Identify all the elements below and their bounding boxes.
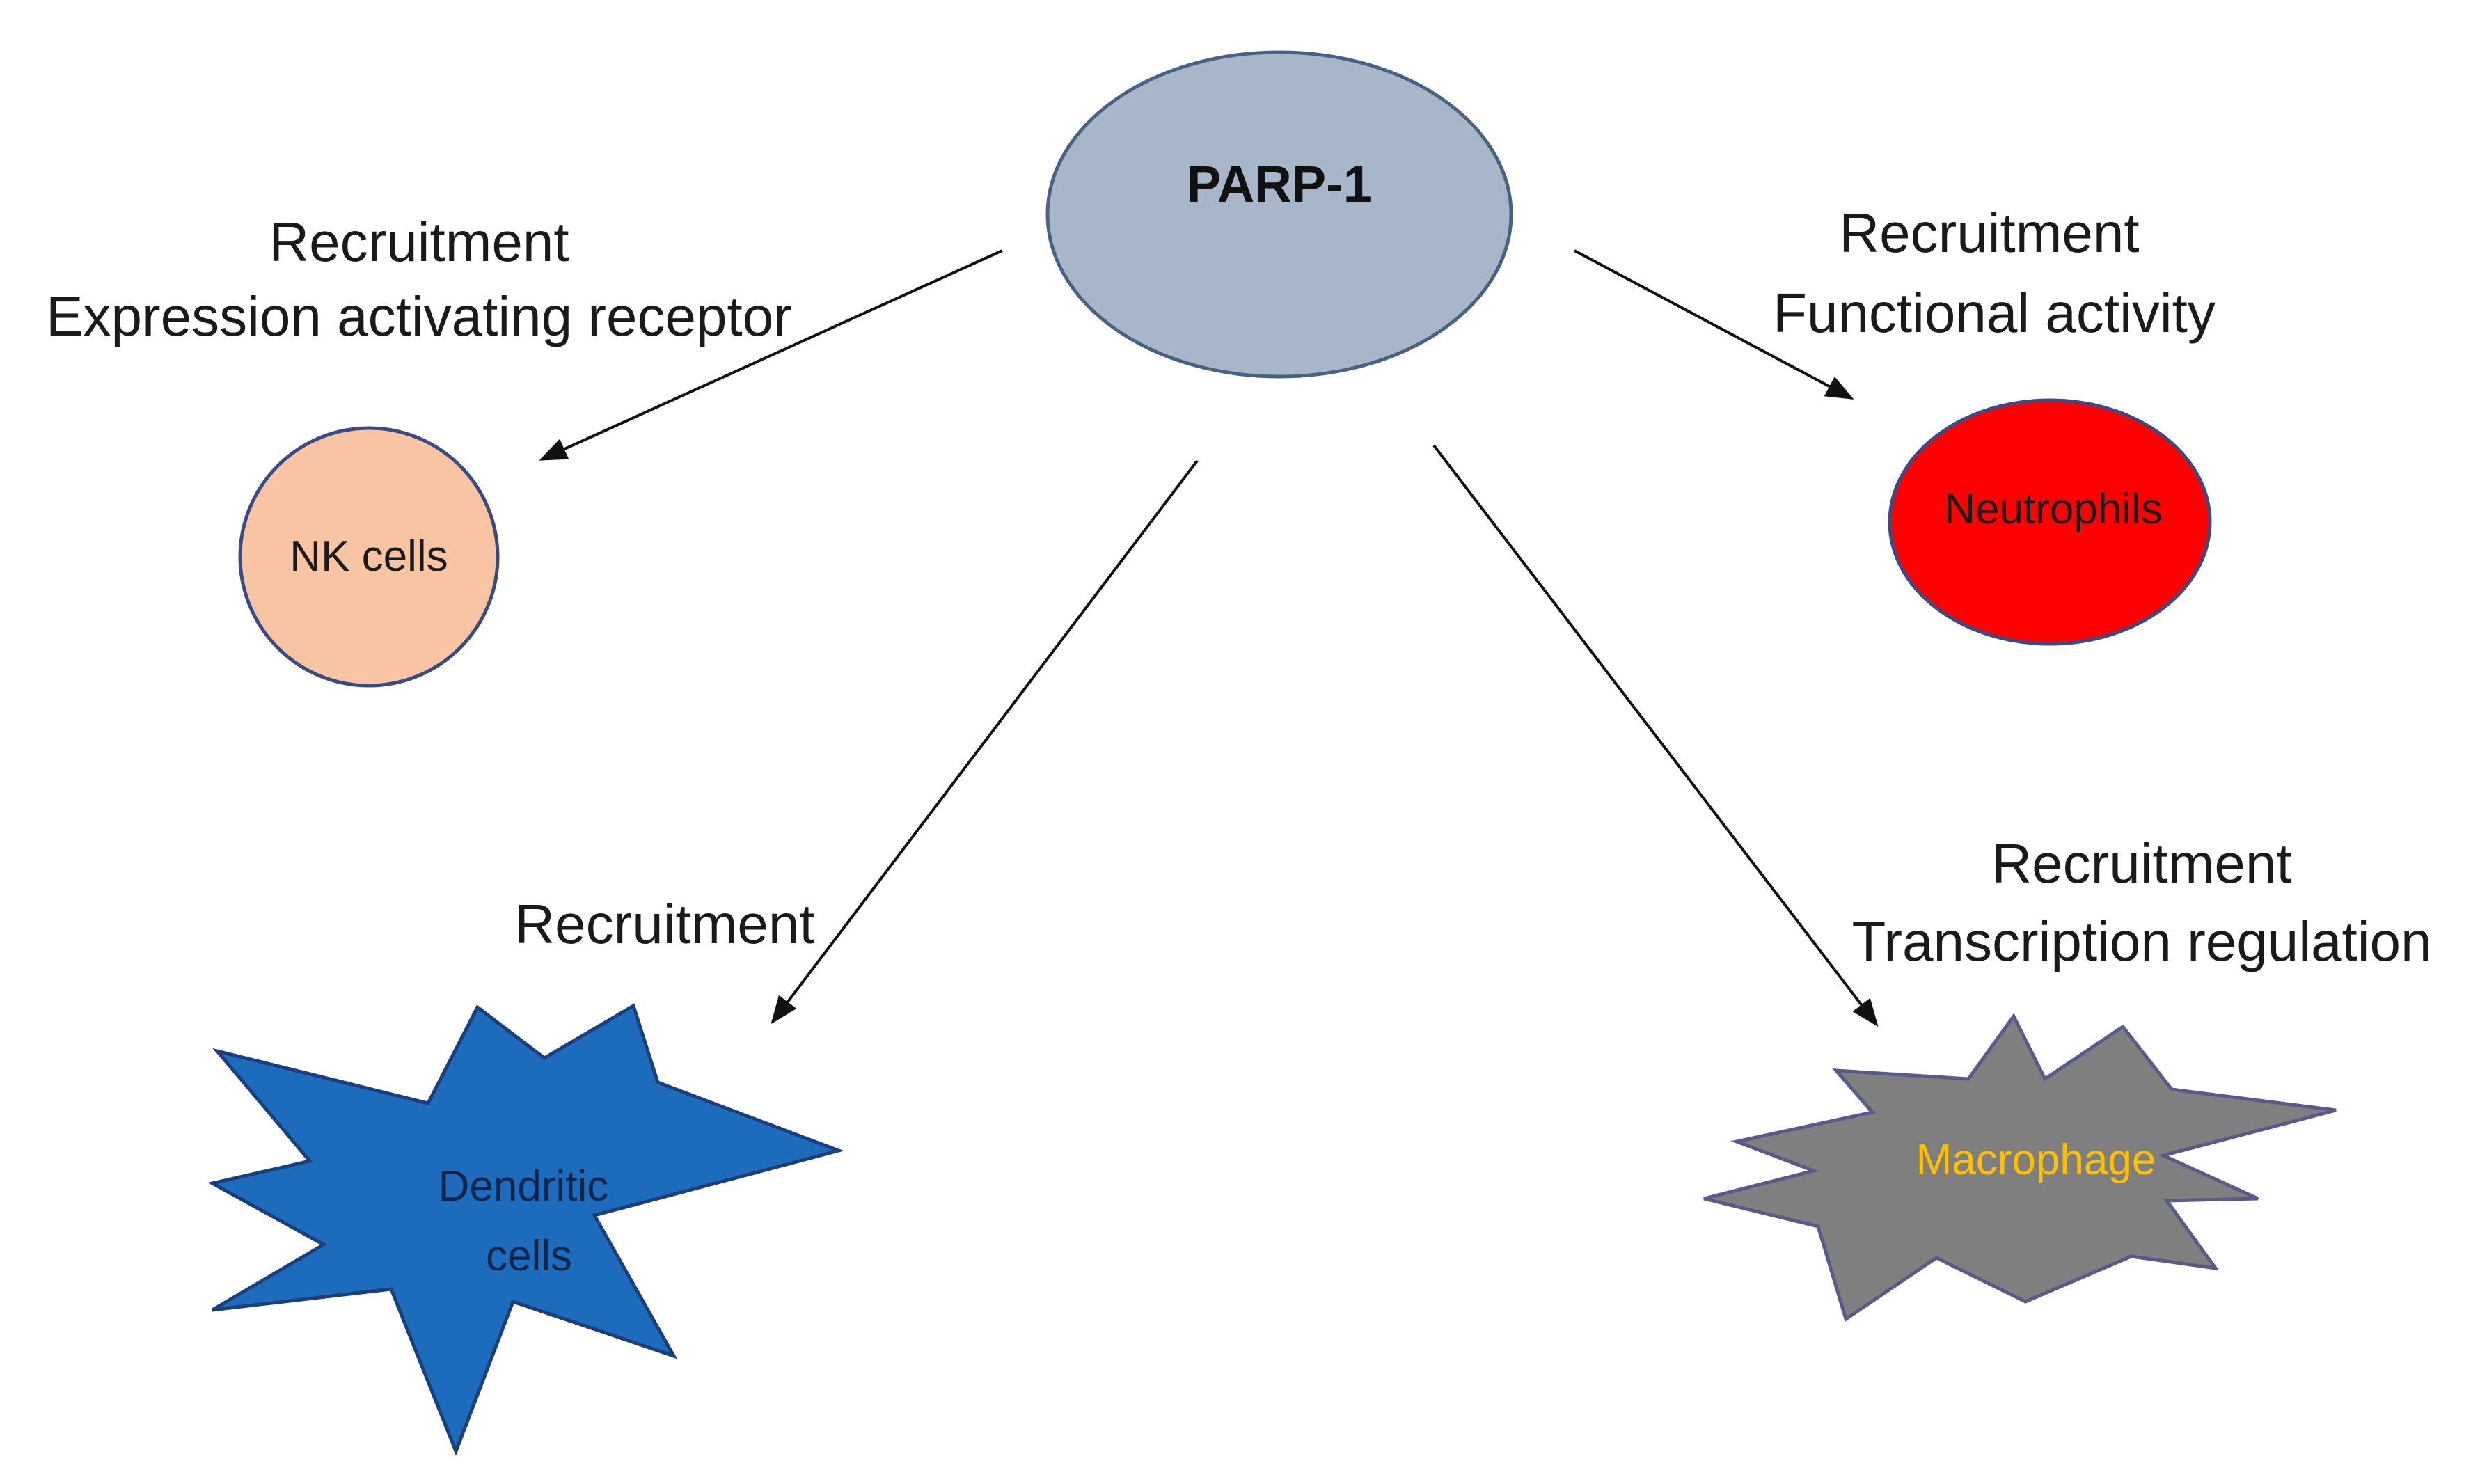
parp1-node: PARP-1 [1045, 50, 1513, 379]
neutrophils-edge-label-line1: Recruitment [1839, 202, 2139, 264]
nk-cells-node: NK cells [238, 426, 500, 688]
arrow-to-nk-cells [539, 249, 1003, 461]
neutrophils-label: Neutrophils [1944, 485, 2163, 533]
macrophage-edge-label-line2: Transcription regulation [1851, 910, 2431, 972]
neutrophils-node: Neutrophils [1888, 398, 2212, 646]
arrow-to-neutrophils [1574, 249, 1854, 400]
dendritic-edge-label-line1: Recruitment [514, 893, 814, 955]
parp1-label: PARP-1 [1187, 155, 1372, 213]
macrophage-star [1703, 1013, 2337, 1322]
neutrophils-edge-label-line2: Functional activity [1773, 282, 2216, 344]
nk-edge-label-line2: Expression activating receptor [46, 285, 792, 347]
edge-label-nk-cells: Recruitment Expression activating recept… [46, 211, 792, 347]
neutrophils-ellipse [1888, 398, 2212, 646]
macrophage-edge-label-line1: Recruitment [1991, 832, 2291, 894]
dendritic-cells-node: Dendritic cells [207, 1003, 845, 1456]
edge-label-macrophage: Recruitment Transcription regulation [1851, 832, 2431, 972]
edge-label-dendritic-cells: Recruitment [514, 893, 814, 955]
macrophage-label: Macrophage [1916, 1136, 2156, 1184]
nk-cells-circle [238, 426, 500, 688]
dendritic-cells-label-line2: cells [486, 1232, 572, 1280]
macrophage-node: Macrophage [1703, 1013, 2337, 1322]
arrow-to-macrophage [1432, 444, 1879, 1027]
arrow-to-dendritic-cells [771, 459, 1199, 1025]
dendritic-cells-label-line1: Dendritic [439, 1162, 609, 1210]
dendritic-cells-star [207, 1003, 845, 1456]
edge-label-neutrophils: Recruitment Functional activity [1773, 202, 2216, 344]
parp1-ellipse [1045, 50, 1513, 379]
nk-cells-label: NK cells [290, 532, 448, 581]
nk-edge-label-line1: Recruitment [269, 211, 569, 273]
